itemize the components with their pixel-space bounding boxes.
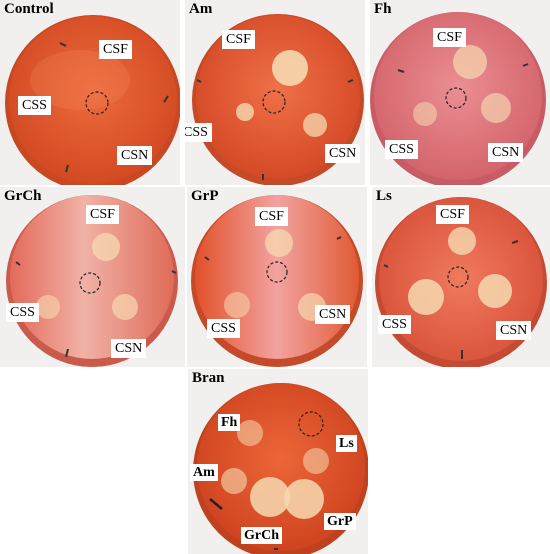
label-csn: CSN	[325, 144, 361, 164]
panel-title: Fh	[374, 1, 392, 17]
label-csn: CSN	[496, 321, 532, 341]
label-css: CSS	[378, 315, 411, 335]
panel-title: GrP	[191, 188, 219, 204]
label-css: CSS	[6, 303, 39, 323]
panel-title: Bran	[192, 370, 225, 386]
label-grp: GrP	[324, 513, 356, 531]
plate-panel-grp: GrP CSF CSS CSN	[187, 187, 367, 367]
label-grch: GrCh	[241, 527, 282, 545]
label-csn: CSN	[111, 339, 147, 359]
label-csn: CSN	[117, 146, 153, 166]
panel-title: Am	[189, 1, 213, 17]
label-css: CSS	[385, 140, 418, 160]
plate-panel-ls: Ls CSF CSS CSN	[372, 187, 550, 367]
plate-panel-control: Control CSF CSS CSN	[0, 0, 180, 185]
petri-dish-control	[5, 15, 180, 185]
label-css: CSS	[185, 123, 212, 143]
label-csn: CSN	[315, 305, 351, 325]
panel-title: Ls	[376, 188, 392, 204]
label-csf: CSF	[436, 205, 469, 225]
label-csf: CSF	[99, 40, 132, 60]
plate-panel-fh: Fh CSF CSS CSN	[370, 0, 550, 185]
plate-panel-bran: Bran Fh Ls Am GrCh GrP	[188, 369, 368, 554]
plate-panel-grch: GrCh CSF CSS CSN	[0, 187, 185, 367]
petri-dish-grch	[6, 195, 178, 367]
label-fh: Fh	[218, 414, 241, 432]
label-css: CSS	[18, 96, 51, 116]
petri-dish-fh	[370, 12, 546, 185]
petri-dish-am	[192, 14, 364, 185]
label-csf: CSF	[255, 207, 288, 227]
panel-title: GrCh	[4, 188, 42, 204]
label-csf: CSF	[433, 28, 466, 48]
label-csf: CSF	[222, 30, 255, 50]
panel-title: Control	[4, 1, 54, 17]
label-csn: CSN	[488, 143, 524, 163]
label-ls: Ls	[336, 435, 357, 453]
label-csf: CSF	[86, 205, 119, 225]
label-am: Am	[190, 464, 218, 482]
label-css: CSS	[207, 319, 240, 339]
plate-panel-am: Am CSF CSS CSN	[185, 0, 365, 185]
